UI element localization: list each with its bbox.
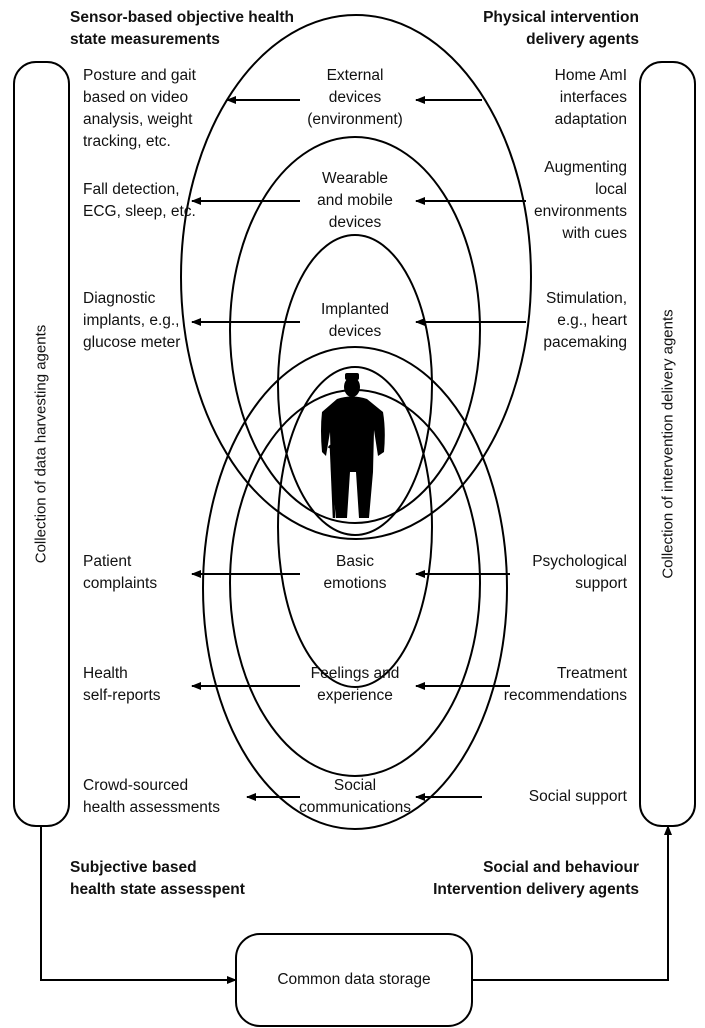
row-arrows: [191, 96, 526, 801]
header-top-left-line: Sensor-based objective health: [70, 9, 294, 26]
center-label-line: emotions: [323, 575, 387, 592]
left-item-health-self-reports: Health self-reports: [83, 663, 161, 707]
right-item-line: local: [595, 181, 627, 198]
left-item-diagnostic-implants: Diagnostic implants, e.g., glucose meter: [83, 288, 180, 354]
center-label-line: Basic: [336, 553, 374, 570]
center-label-line: (environment): [307, 111, 403, 128]
ellipse-basic-emotions: [277, 366, 433, 688]
left-item-posture-gait: Posture and gait based on video analysis…: [83, 65, 196, 153]
right-item-line: Psychological: [532, 553, 627, 570]
right-item-line: recommendations: [503, 687, 627, 704]
left-item-patient-complaints: Patient complaints: [83, 551, 157, 595]
left-item-fall-detection: Fall detection, ECG, sleep, etc.: [83, 179, 196, 223]
left-item-line: glucose meter: [83, 334, 181, 351]
left-item-line: health assessments: [83, 799, 220, 816]
left-item-line: ECG, sleep, etc.: [83, 203, 196, 220]
center-label-external-devices: External devices (environment): [290, 65, 420, 131]
center-label-wearable-devices: Wearable and mobile devices: [290, 168, 420, 234]
center-label-line: External: [326, 67, 384, 84]
right-item-stimulation: Stimulation, e.g., heart pacemaking: [543, 288, 627, 354]
header-top-left: Sensor-based objective health state meas…: [70, 7, 294, 51]
right-item-line: interfaces: [559, 89, 627, 106]
center-label-line: Implanted: [320, 301, 390, 318]
right-item-treatment-recommendations: Treatment recommendations: [504, 663, 627, 707]
ellipse-implanted-devices: [277, 234, 433, 536]
left-item-line: Patient: [83, 553, 132, 570]
header-bottom-left-line: Subjective based: [70, 859, 197, 876]
storage-label: Common data storage: [277, 971, 431, 988]
ellipse-external-devices: [180, 14, 532, 540]
header-top-right-line: Physical intervention: [483, 9, 639, 26]
header-top-left-line: state measurements: [70, 31, 220, 48]
left-item-line: based on video: [83, 89, 189, 106]
center-label-line: Feelings and: [310, 665, 400, 682]
right-item-line: support: [575, 575, 627, 592]
center-label-line: Social: [333, 777, 377, 794]
right-item-line: Stimulation,: [546, 290, 627, 307]
center-label-line: devices: [328, 214, 382, 231]
left-item-line: Posture and gait: [83, 67, 196, 84]
right-item-line: with cues: [562, 225, 627, 242]
header-bottom-left-line: health state assesspent: [70, 881, 245, 898]
left-item-line: implants, e.g.,: [83, 312, 180, 329]
right-item-line: Treatment: [556, 665, 627, 682]
center-label-line: experience: [317, 687, 393, 704]
center-label-line: and mobile: [317, 192, 393, 209]
ellipse-social-communications: [202, 346, 508, 830]
right-item-line: Augmenting: [544, 159, 627, 176]
left-item-crowd-sourced: Crowd-sourced health assessments: [83, 775, 220, 819]
left-item-line: Crowd-sourced: [83, 777, 189, 794]
left-item-line: Diagnostic: [83, 290, 156, 307]
right-item-social-support: Social support: [529, 786, 627, 808]
right-item-line: pacemaking: [543, 334, 627, 351]
left-item-line: Health: [83, 665, 128, 682]
center-label-line: communications: [299, 799, 411, 816]
left-collection-label: Collection of data harvesting agents: [32, 324, 50, 564]
right-item-line: Social support: [528, 788, 627, 805]
right-item-line: Home AmI: [554, 67, 627, 84]
header-bottom-left: Subjective based health state assesspent: [70, 857, 245, 901]
right-item-psychological-support: Psychological support: [532, 551, 627, 595]
storage-to-right-line: [472, 825, 672, 981]
ellipse-wearable-devices: [229, 136, 481, 524]
right-item-line: adaptation: [554, 111, 627, 128]
left-item-line: complaints: [83, 575, 158, 592]
center-label-line: Wearable: [321, 170, 389, 187]
center-label-line: devices: [328, 89, 382, 106]
header-bottom-right-line: Social and behaviour: [483, 859, 639, 876]
elderly-person-silhouette: [321, 373, 385, 519]
header-bottom-right: Social and behaviour Intervention delive…: [433, 857, 639, 901]
center-label-line: devices: [328, 323, 382, 340]
center-label-social-communications: Social communications: [290, 775, 420, 819]
left-item-line: tracking, etc.: [83, 133, 171, 150]
header-bottom-right-line: Intervention delivery agents: [433, 881, 639, 898]
right-item-home-ami: Home AmI interfaces adaptation: [555, 65, 627, 131]
center-label-feelings-experience: Feelings and experience: [290, 663, 420, 707]
left-item-line: Fall detection,: [83, 181, 180, 198]
right-item-line: e.g., heart: [557, 312, 627, 329]
right-item-line: environments: [533, 203, 627, 220]
right-collection-label: Collection of intervention delivery agen…: [659, 309, 677, 579]
left-item-line: analysis, weight: [83, 111, 193, 128]
left-to-storage-line: [40, 826, 237, 984]
center-label-implanted-devices: Implanted devices: [290, 299, 420, 343]
header-top-right: Physical intervention delivery agents: [483, 7, 639, 51]
header-top-right-line: delivery agents: [526, 31, 639, 48]
left-item-line: self-reports: [83, 687, 161, 704]
center-label-basic-emotions: Basic emotions: [290, 551, 420, 595]
right-item-augmenting-environments: Augmenting local environments with cues: [534, 157, 627, 245]
